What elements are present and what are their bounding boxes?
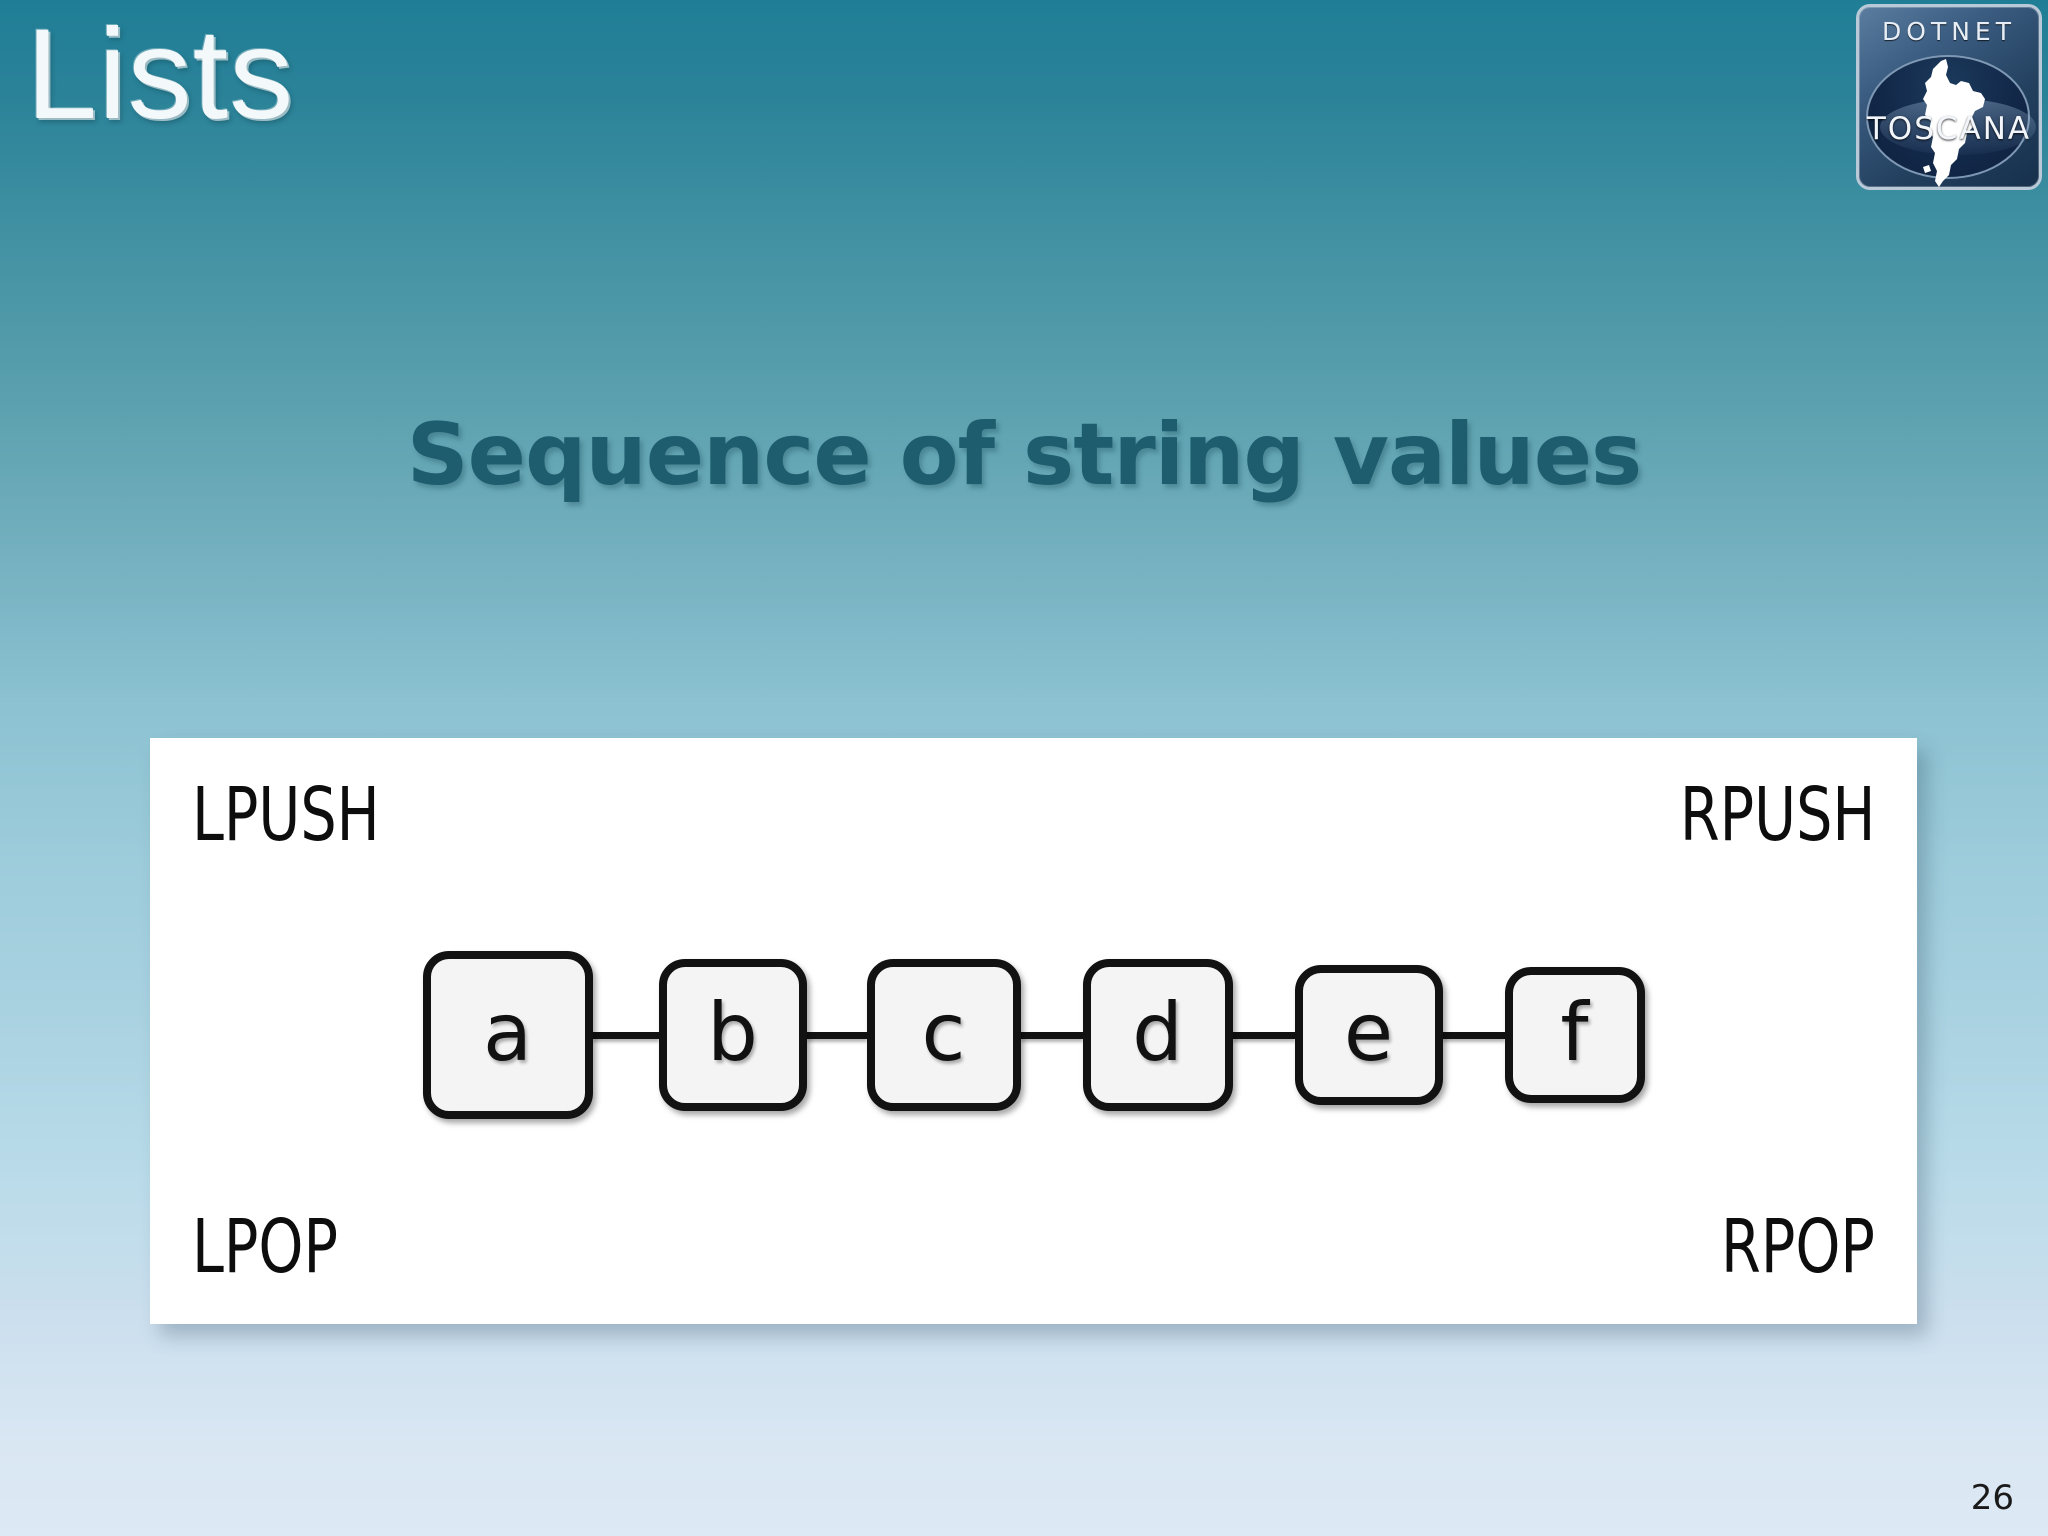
label-lpop: LPOP (192, 1204, 338, 1290)
label-lpush: LPUSH (192, 772, 380, 858)
list-node: d (1082, 959, 1233, 1111)
list-connector (806, 1031, 867, 1039)
list-node: c (866, 959, 1021, 1111)
list-node-value: a (482, 986, 533, 1079)
list-node-value: d (1132, 986, 1183, 1079)
list-diagram-panel: LPUSH RPUSH LPOP RPOP a b c d e f (150, 738, 1917, 1324)
page-number: 26 (1970, 1478, 2014, 1518)
logo-top-text: DOTNET (1882, 17, 2016, 46)
list-connector (1232, 1031, 1295, 1039)
list-node: b (658, 959, 807, 1111)
list-connector (1442, 1031, 1505, 1039)
list-node-value: f (1560, 986, 1589, 1079)
logo-bottom-text: TOSCANA (1866, 111, 2032, 147)
label-rpop: RPOP (1721, 1204, 1875, 1290)
list-node: a (422, 951, 593, 1119)
list-node-value: b (707, 986, 758, 1079)
logo-inner: DOTNET TOSCANA (1859, 7, 2039, 187)
list-node: e (1294, 965, 1443, 1105)
tuscany-map-icon (1923, 59, 1985, 187)
linked-list-chain: a b c d e f (150, 950, 1917, 1120)
list-node-value: c (921, 986, 966, 1079)
list-node-value: e (1343, 986, 1394, 1079)
page-title: Lists (26, 3, 295, 146)
list-node: f (1504, 967, 1645, 1103)
list-connector (592, 1031, 659, 1039)
list-connector (1020, 1031, 1083, 1039)
label-rpush: RPUSH (1679, 772, 1875, 858)
dotnet-toscana-logo: DOTNET TOSCANA (1856, 4, 2042, 190)
subtitle: Sequence of string values (406, 405, 1643, 505)
